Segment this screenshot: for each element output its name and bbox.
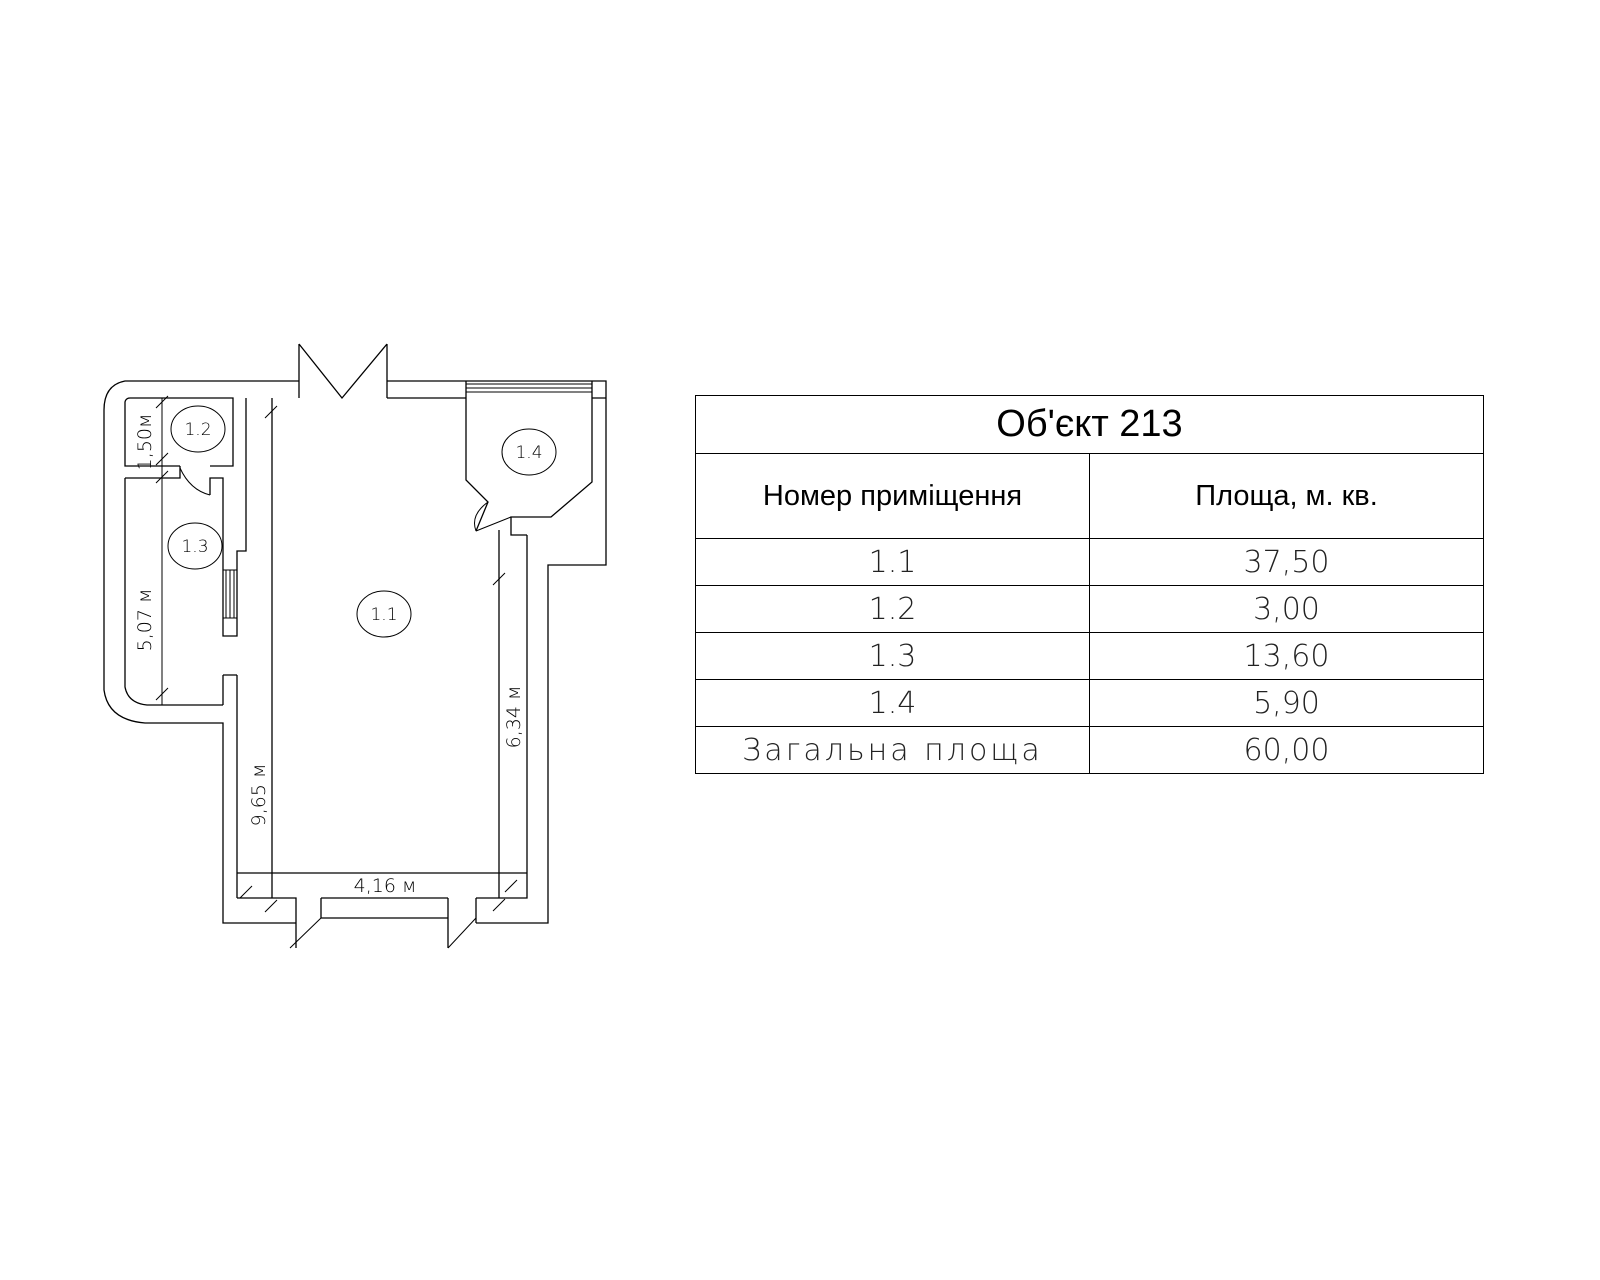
dimension-ticks xyxy=(155,395,518,913)
room-marker-1-2 xyxy=(170,405,226,453)
total-label: Загальна площа xyxy=(695,726,1090,774)
dim-1-50: 1,50м xyxy=(134,414,156,471)
entrance-door xyxy=(298,343,388,400)
room-label-1-4: 1.4 xyxy=(515,443,542,463)
room-marker-1-3 xyxy=(167,522,223,570)
total-area: 60,00 xyxy=(1089,726,1484,774)
dim-6-34: 6,34 м xyxy=(503,686,525,749)
header-room-number: Номер приміщення xyxy=(695,453,1090,539)
cell-room: 1.2 xyxy=(695,585,1090,633)
room-marker-1-4 xyxy=(501,428,557,476)
room-1-4-walls xyxy=(465,381,593,536)
cell-room: 1.3 xyxy=(695,632,1090,680)
cell-area: 37,50 xyxy=(1089,538,1484,586)
cell-area: 13,60 xyxy=(1089,632,1484,680)
walls xyxy=(103,343,607,949)
room-1-2-walls xyxy=(124,397,234,479)
window xyxy=(466,383,592,393)
bottom-door-right xyxy=(447,917,477,949)
table-title: Об'єкт 213 xyxy=(695,395,1484,454)
bottom-door-left xyxy=(289,917,322,949)
room-label-1-2: 1.2 xyxy=(184,420,211,440)
dimension-labels: 1,50м 5,07 м 9,65 м 6,34 м 4,16 м xyxy=(134,414,525,897)
room-label-1-3: 1.3 xyxy=(181,537,208,557)
room-label-1-1: 1.1 xyxy=(370,605,397,625)
cell-area: 3,00 xyxy=(1089,585,1484,633)
dim-9-65: 9,65 м xyxy=(248,764,270,827)
room-marker-1-1 xyxy=(356,590,412,638)
area-table: Об'єкт 213 Номер приміщення Площа, м. кв… xyxy=(695,395,1484,774)
cell-room: 1.4 xyxy=(695,679,1090,727)
dim-5-07: 5,07 м xyxy=(134,589,156,652)
header-area: Площа, м. кв. xyxy=(1089,453,1484,539)
room-labels: 1.1 1.2 1.3 1.4 xyxy=(167,405,557,638)
dim-4-16: 4,16 м xyxy=(354,875,417,897)
cell-room: 1.1 xyxy=(695,538,1090,586)
room-1-3-walls xyxy=(124,478,223,706)
cell-area: 5,90 xyxy=(1089,679,1484,727)
window-inner xyxy=(223,569,237,619)
